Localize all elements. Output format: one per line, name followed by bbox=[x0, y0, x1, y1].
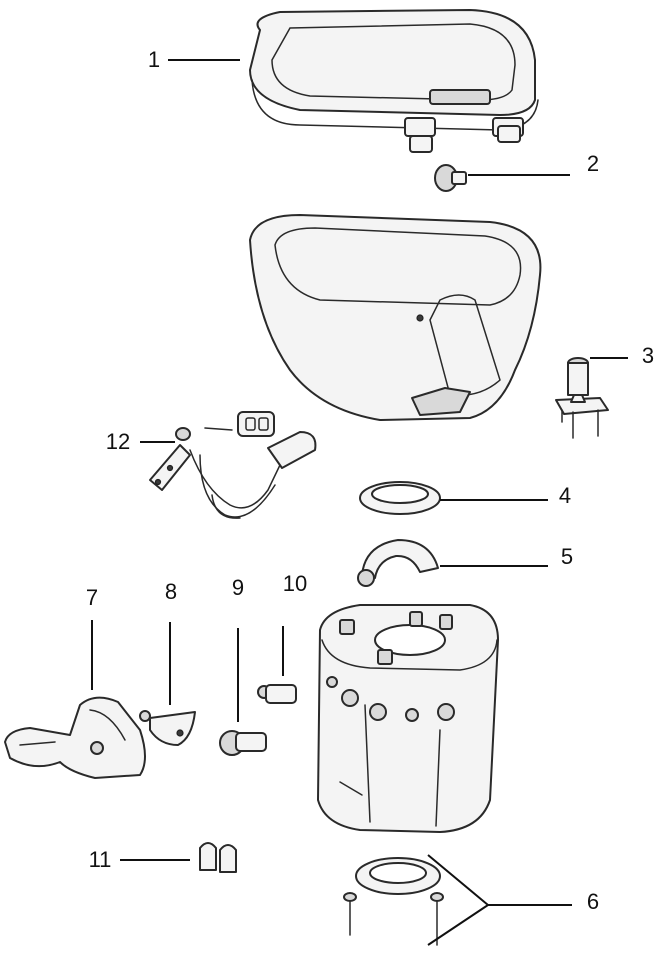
callout-7: 7 bbox=[85, 585, 99, 610]
part-foot-pedal bbox=[4, 696, 146, 779]
callout-10: 10 bbox=[282, 571, 308, 596]
callout-2: 2 bbox=[586, 151, 600, 176]
part-ball-blade bbox=[357, 539, 439, 587]
callout-9: 9 bbox=[231, 575, 245, 600]
callout-12: 12 bbox=[105, 429, 131, 454]
part-hinge-bolt bbox=[434, 164, 467, 192]
part-seat-and-cover bbox=[249, 9, 539, 153]
callout-11: 11 bbox=[88, 847, 112, 872]
part-pedal-pivot bbox=[219, 730, 267, 756]
callout-5: 5 bbox=[560, 544, 574, 569]
part-floor-seal-and-bolts bbox=[343, 857, 444, 946]
part-bowl-seal bbox=[359, 481, 441, 515]
part-water-valve bbox=[555, 357, 609, 439]
callout-6: 6 bbox=[586, 889, 600, 914]
toilet-base bbox=[317, 604, 499, 833]
leader-lines bbox=[91, 59, 628, 946]
toilet-bowl bbox=[249, 214, 542, 421]
callout-3: 3 bbox=[641, 343, 655, 368]
callout-1: 1 bbox=[147, 47, 161, 72]
part-bolt-caps bbox=[199, 842, 237, 873]
part-pedal-bracket bbox=[139, 710, 196, 746]
callout-8: 8 bbox=[164, 579, 178, 604]
part-hand-sprayer bbox=[149, 411, 317, 519]
callout-4: 4 bbox=[558, 483, 572, 508]
part-pedal-pin bbox=[257, 684, 297, 704]
